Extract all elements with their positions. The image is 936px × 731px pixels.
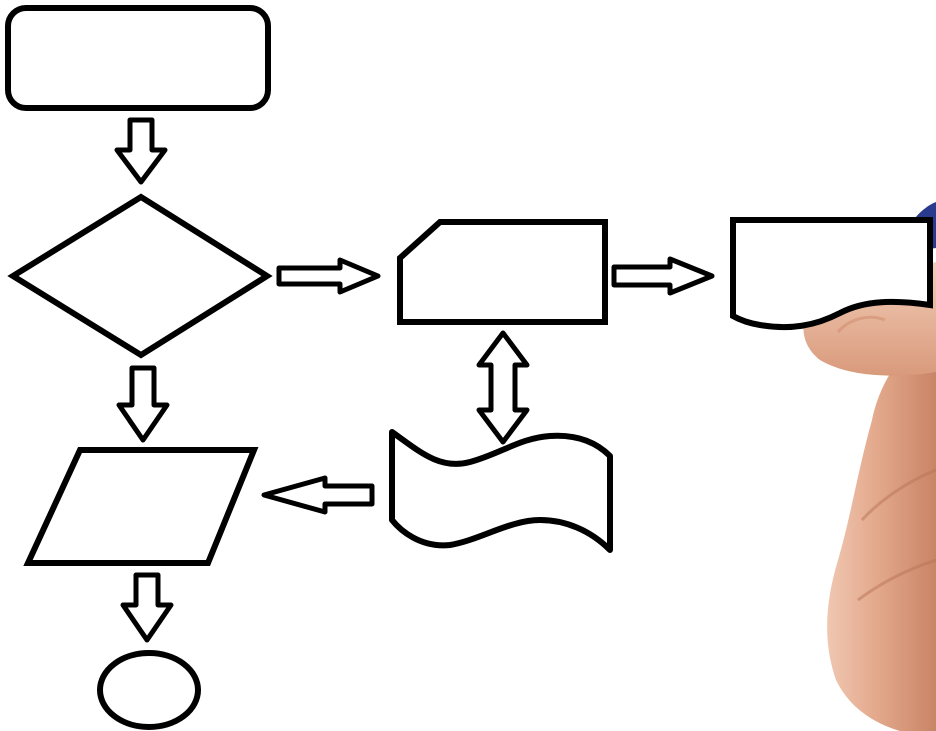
start-terminator [5,5,271,111]
arrow-start-to-decision [114,117,168,185]
data-parallelogram [23,447,259,566]
thumb-nail [836,315,886,334]
arrow-manual-input-punched-tape [476,330,530,445]
hand-finger-knuckles [857,468,936,602]
punched-tape-shape [389,429,613,553]
arrow-manual-input-to-document [611,256,715,296]
decision-diamond [7,193,273,359]
hand-palm [827,330,936,731]
end-connector [97,650,201,730]
arrow-punched-tape-to-parallelogram [261,475,375,515]
arrow-decision-to-parallelogram [116,365,170,443]
arrow-parallelogram-to-end [120,572,174,643]
manual-input-shape [397,219,608,325]
arrow-decision-to-manual-input [276,257,381,295]
document-shape [730,217,933,331]
